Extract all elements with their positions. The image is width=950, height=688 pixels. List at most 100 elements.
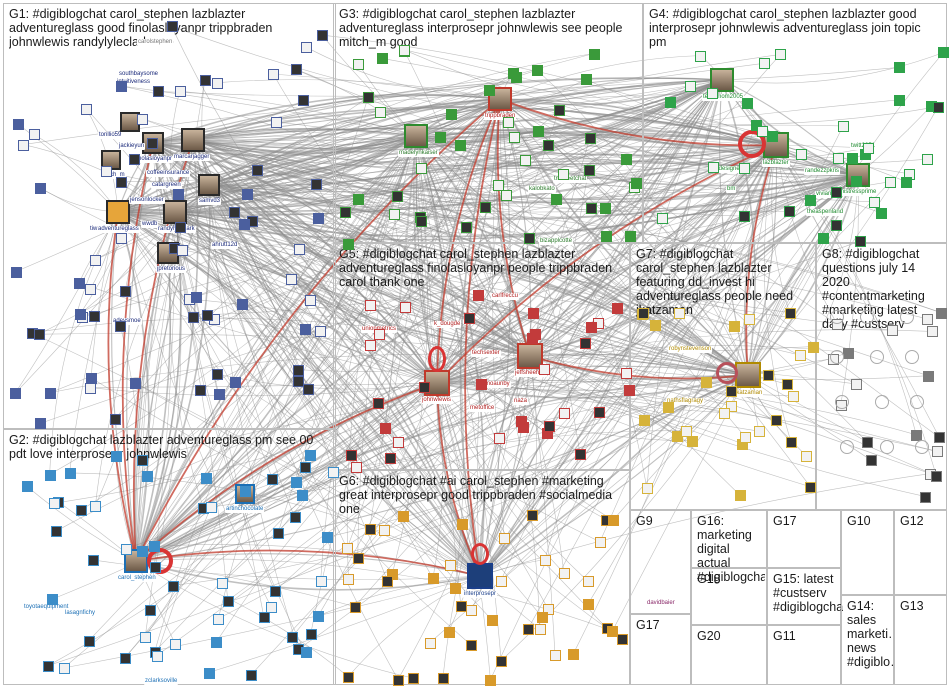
small-node[interactable] [495,575,507,587]
small-node[interactable] [90,501,102,513]
small-node[interactable] [553,104,565,116]
small-node[interactable] [302,384,314,395]
small-node[interactable] [539,554,551,566]
small-node[interactable] [397,510,409,522]
small-node[interactable] [557,169,569,181]
small-node[interactable] [938,47,950,59]
small-node[interactable] [315,325,327,337]
small-node[interactable] [493,180,505,192]
small-node[interactable] [376,53,388,65]
small-node[interactable] [271,116,283,128]
small-node[interactable] [343,574,355,586]
small-node[interactable] [13,119,25,131]
small-node[interactable] [305,295,317,307]
small-node[interactable] [680,425,692,437]
small-node[interactable] [665,97,677,109]
small-node[interactable] [201,473,213,485]
small-node[interactable] [524,233,535,245]
small-node[interactable] [242,189,254,201]
small-node[interactable] [728,320,740,332]
small-node[interactable] [445,560,457,572]
small-node[interactable] [213,388,225,400]
small-node[interactable] [435,131,447,143]
small-node[interactable] [115,176,127,188]
small-node[interactable] [392,436,404,448]
small-node[interactable] [206,501,218,513]
small-node[interactable] [18,139,30,151]
small-node[interactable] [726,385,738,397]
small-node[interactable] [90,254,102,266]
small-node[interactable] [121,543,133,555]
small-node[interactable] [599,202,611,214]
small-node[interactable] [286,274,298,286]
small-node[interactable] [216,577,228,589]
small-node[interactable] [936,307,948,319]
small-node[interactable] [50,526,62,538]
small-node[interactable] [175,221,187,233]
small-node[interactable] [466,605,478,617]
small-node[interactable] [188,311,200,323]
small-node[interactable] [544,421,556,433]
small-node[interactable] [631,178,643,190]
small-node[interactable] [116,81,128,93]
isolated-node[interactable] [835,395,849,409]
small-node[interactable] [21,481,33,493]
small-node[interactable] [694,50,706,62]
small-node[interactable] [594,536,606,548]
isolated-node[interactable] [840,440,854,454]
small-node[interactable] [543,139,555,151]
small-node[interactable] [290,476,302,488]
small-node[interactable] [750,119,762,131]
small-node[interactable] [228,207,240,219]
small-node[interactable] [140,632,152,644]
small-node[interactable] [170,639,182,651]
small-node[interactable] [583,576,595,588]
small-node[interactable] [770,415,782,427]
small-node[interactable] [415,216,427,228]
small-node[interactable] [786,437,798,449]
small-node[interactable] [443,627,455,639]
small-node[interactable] [147,137,159,149]
small-node[interactable] [922,313,934,325]
small-node[interactable] [380,423,392,435]
small-node[interactable] [744,313,756,325]
small-node[interactable] [28,129,40,141]
small-node[interactable] [293,376,305,388]
small-node[interactable] [236,299,248,311]
small-node[interactable] [558,568,570,580]
small-node[interactable] [641,483,653,495]
small-node[interactable] [322,532,334,544]
small-node[interactable] [166,21,178,33]
small-node[interactable] [584,133,596,145]
small-node[interactable] [364,523,376,535]
small-node[interactable] [465,639,477,651]
node-teammom2005[interactable] [710,68,734,92]
small-node[interactable] [496,655,508,667]
small-node[interactable] [89,311,101,323]
small-node[interactable] [739,211,751,223]
small-node[interactable] [424,637,436,649]
small-node[interactable] [526,510,538,522]
small-node[interactable] [528,307,540,319]
small-node[interactable] [73,278,85,290]
small-node[interactable] [316,30,328,42]
small-node[interactable] [784,307,796,319]
small-node[interactable] [830,187,842,199]
small-node[interactable] [298,95,310,107]
small-node[interactable] [222,595,234,607]
small-node[interactable] [211,636,223,648]
small-node[interactable] [805,195,817,207]
small-node[interactable] [203,667,215,679]
small-node[interactable] [304,450,316,462]
small-node[interactable] [176,244,188,256]
small-node[interactable] [650,320,662,332]
small-node[interactable] [922,370,934,382]
small-node[interactable] [267,474,279,486]
small-node[interactable] [353,193,365,205]
small-node[interactable] [349,601,361,613]
isolated-node[interactable] [910,395,924,409]
small-node[interactable] [738,162,750,174]
small-node[interactable] [933,101,945,113]
small-node[interactable] [739,431,751,443]
isolated-node[interactable] [900,310,914,324]
